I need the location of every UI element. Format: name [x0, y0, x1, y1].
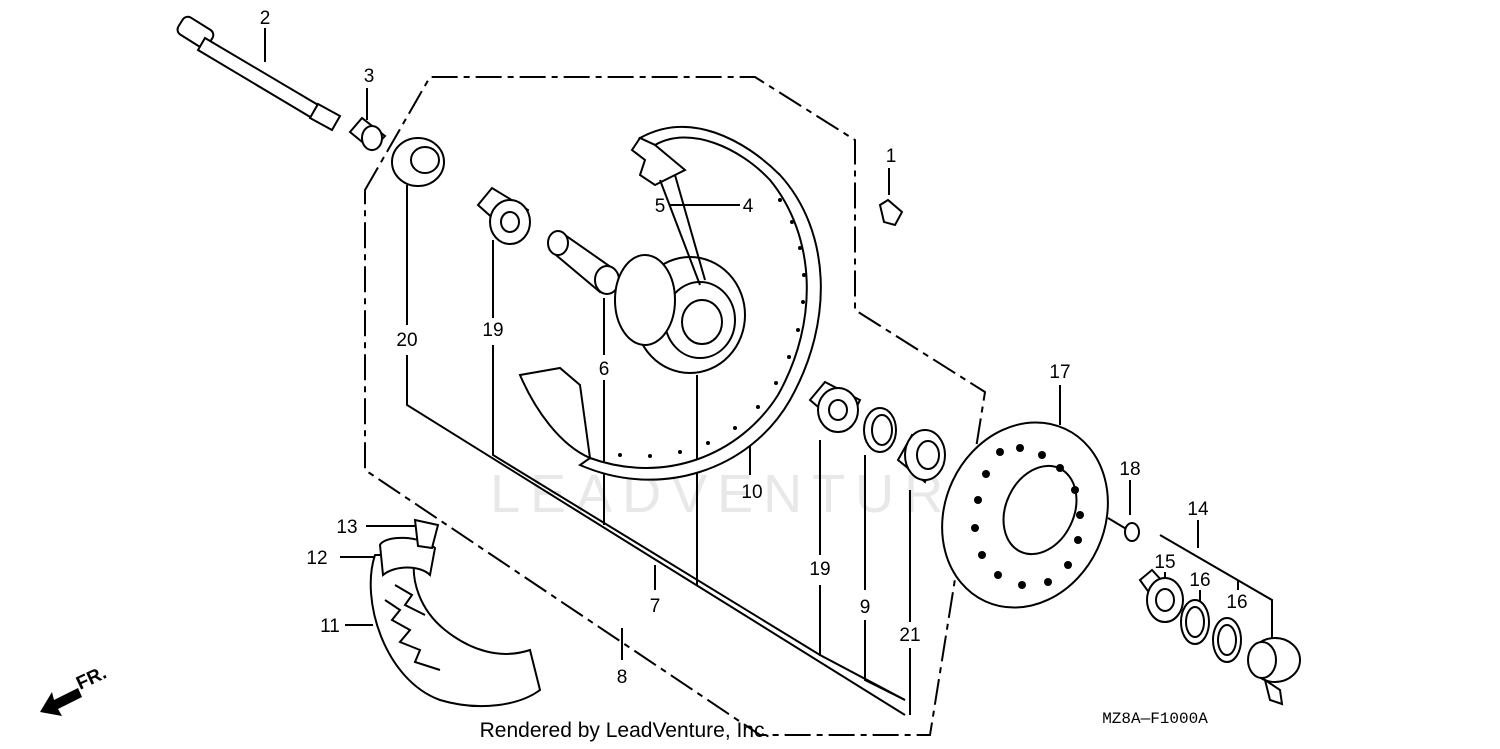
callout-label: 16 [1226, 592, 1247, 613]
brake-disc-part [941, 421, 1109, 609]
callout-label: 13 [336, 517, 357, 538]
callout-label: 10 [741, 482, 762, 503]
callout-label: 9 [860, 597, 871, 618]
callout-label: 20 [396, 330, 417, 351]
callout-label: 7 [650, 596, 661, 617]
callout-label: 6 [599, 359, 610, 380]
callout-label: 12 [306, 548, 327, 569]
callout-label: 14 [1187, 499, 1209, 520]
valve-part [878, 198, 904, 227]
gearbox-part [1247, 637, 1301, 706]
callout-label: 3 [364, 66, 375, 87]
callout-label: 2 [260, 8, 271, 29]
footer-credit: Rendered by LeadVenture, Inc. [480, 719, 771, 742]
callout-label: 19 [809, 559, 830, 580]
washer-part-2 [1212, 617, 1242, 663]
callout-label: 21 [899, 625, 920, 646]
callout-label: 8 [617, 667, 628, 688]
bolt-part [1107, 517, 1140, 542]
gear-part [1138, 568, 1184, 623]
callout-label: 17 [1049, 362, 1070, 383]
assembly-outline [364, 76, 987, 736]
callout-label: 4 [743, 196, 754, 217]
callout-label: 16 [1189, 570, 1210, 591]
drawing-code: MZ8A—F1000A [1102, 710, 1208, 728]
bearing-lower-part [808, 380, 862, 433]
callout-label: 1 [886, 146, 897, 167]
callout-label: 15 [1154, 552, 1175, 573]
callout-label: 18 [1119, 459, 1140, 480]
callout-label: 19 [482, 320, 503, 341]
bearing-upper-part [476, 186, 531, 245]
leader-lines [264, 28, 1273, 716]
washer-part [1180, 599, 1210, 645]
callout-labels: 1 2 3 4 5 6 7 8 9 10 11 12 13 14 15 16 1… [260, 8, 1248, 688]
tire-part [369, 518, 542, 708]
axle-part [176, 15, 342, 132]
dust-seal-right-part [896, 429, 946, 484]
callout-label: 5 [655, 196, 666, 217]
wheel-rim-part [518, 125, 822, 481]
callout-label: 11 [320, 616, 340, 637]
collar-part [348, 116, 387, 152]
distance-collar-part [547, 230, 620, 295]
dust-seal-part [391, 137, 445, 187]
watermark-text: LEADVENTURE [490, 464, 999, 524]
circlip-part [863, 407, 897, 453]
front-direction-arrow: FR. [40, 663, 110, 716]
